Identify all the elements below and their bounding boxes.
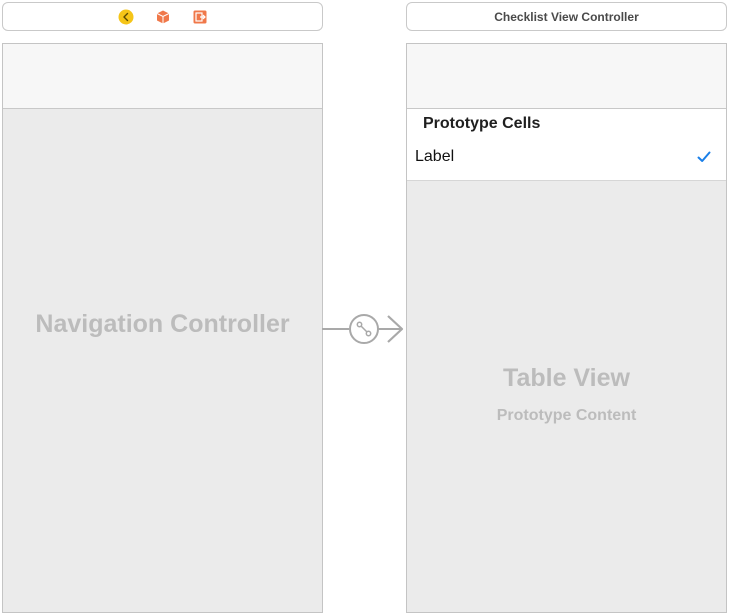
prototype-cells-header: Prototype Cells bbox=[407, 109, 726, 137]
navigation-controller-label: Navigation Controller bbox=[35, 310, 290, 338]
cube-icon[interactable] bbox=[155, 9, 171, 25]
segue-link-icon bbox=[349, 314, 379, 344]
navigation-bar[interactable] bbox=[407, 44, 726, 109]
checklist-view-controller-scene-dock[interactable]: Checklist View Controller bbox=[406, 2, 727, 31]
scene-title: Checklist View Controller bbox=[494, 9, 639, 24]
prototype-table-cell[interactable]: Label bbox=[407, 137, 726, 181]
relationship-segue[interactable] bbox=[322, 308, 408, 350]
navigation-controller-scene[interactable]: Navigation Controller bbox=[2, 43, 323, 613]
back-chevron-icon[interactable] bbox=[118, 9, 134, 25]
navigation-controller-scene-dock[interactable] bbox=[2, 2, 323, 31]
navigation-bar[interactable] bbox=[3, 44, 322, 109]
exit-icon[interactable] bbox=[192, 9, 208, 25]
section-header-label: Prototype Cells bbox=[423, 115, 541, 132]
cell-label[interactable]: Label bbox=[415, 148, 455, 165]
checklist-view-controller-scene[interactable]: Prototype Cells Label Table View Prototy… bbox=[406, 43, 727, 613]
prototype-content-label: Prototype Content bbox=[496, 407, 637, 424]
table-view-label: Table View bbox=[503, 364, 630, 392]
checkmark-icon[interactable] bbox=[696, 149, 712, 165]
scene-dock-icons bbox=[3, 3, 322, 30]
